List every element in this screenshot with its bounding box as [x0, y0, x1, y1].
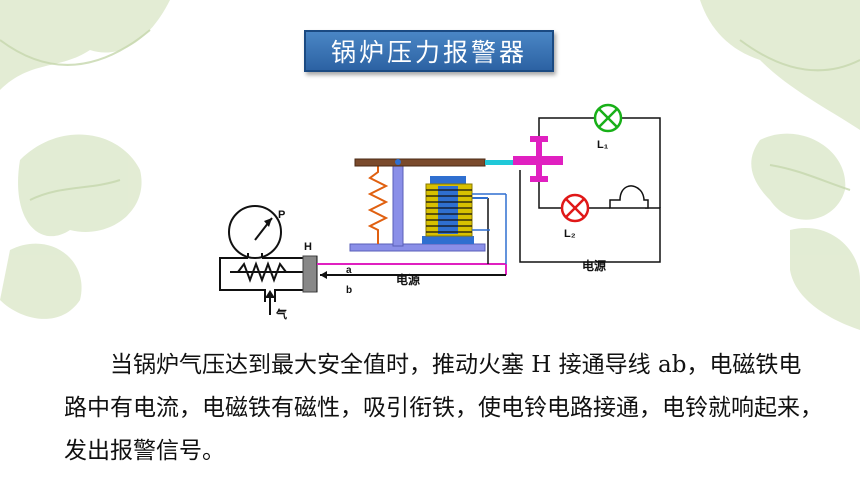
gas-arrow-icon — [265, 290, 275, 315]
boiler-pipe — [219, 253, 305, 302]
label-power-right: 电源 — [582, 258, 606, 273]
lamp-l1-icon — [593, 103, 623, 133]
electric-bell-icon — [609, 185, 649, 209]
spring — [367, 166, 389, 244]
label-h: H — [304, 241, 312, 253]
bell-switch — [513, 136, 563, 182]
label-a: a — [346, 265, 352, 276]
label-l1: L₁ — [597, 139, 609, 151]
label-p: P — [278, 209, 285, 221]
boiler-alarm-diagram: P 气 H a b 电源 — [219, 103, 661, 321]
pressure-gauge — [228, 205, 282, 259]
resistor-zigzag — [237, 261, 287, 283]
label-b: b — [346, 285, 352, 296]
electromagnet — [422, 176, 474, 244]
armature-bar — [354, 158, 486, 167]
frame-post — [392, 159, 404, 247]
label-power-left: 电源 — [396, 272, 420, 287]
lamp-l2-icon — [560, 193, 590, 223]
piston-h — [302, 255, 318, 293]
frame-base — [349, 243, 486, 252]
explanation-paragraph: 当锅炉气压达到最大安全值时，推动火塞 H 接通导线 ab，电磁铁电路中有电流，电… — [64, 352, 823, 464]
label-gas: 气 — [275, 307, 287, 321]
insulating-rod — [485, 160, 513, 165]
label-l2: L₂ — [564, 228, 576, 240]
page-title: 锅炉压力报警器 — [304, 30, 554, 72]
